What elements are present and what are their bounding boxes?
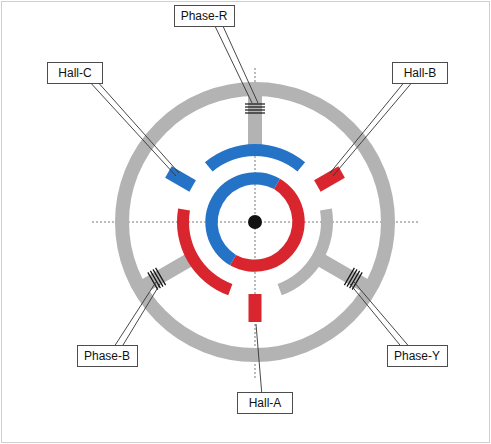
callout-box: Hall-B <box>392 62 448 84</box>
callout-box: Phase-Y <box>387 345 448 367</box>
callout-label: Phase-Y <box>394 349 440 363</box>
callout-label: Phase-B <box>84 349 130 363</box>
rotor-magnet <box>205 172 280 265</box>
hall-sensor <box>165 166 196 191</box>
callout-box: Phase-B <box>77 345 138 367</box>
stator-tooth <box>274 204 390 329</box>
callout-label: Hall-B <box>404 66 437 80</box>
stator-ring <box>122 89 388 355</box>
callout-box: Phase-R <box>174 5 235 27</box>
hall-sensor <box>249 294 262 322</box>
callout-label: Hall-A <box>249 396 282 410</box>
callout-box: Hall-A <box>237 392 293 414</box>
callout-label: Hall-C <box>58 66 91 80</box>
leader-line <box>88 24 414 396</box>
callout-box: Hall-C <box>47 62 103 84</box>
rotor-magnet <box>230 179 305 272</box>
hall-sensor <box>314 166 345 191</box>
shaft <box>248 215 262 229</box>
stator-tooth <box>205 95 305 171</box>
callout-label: Phase-R <box>181 9 228 23</box>
